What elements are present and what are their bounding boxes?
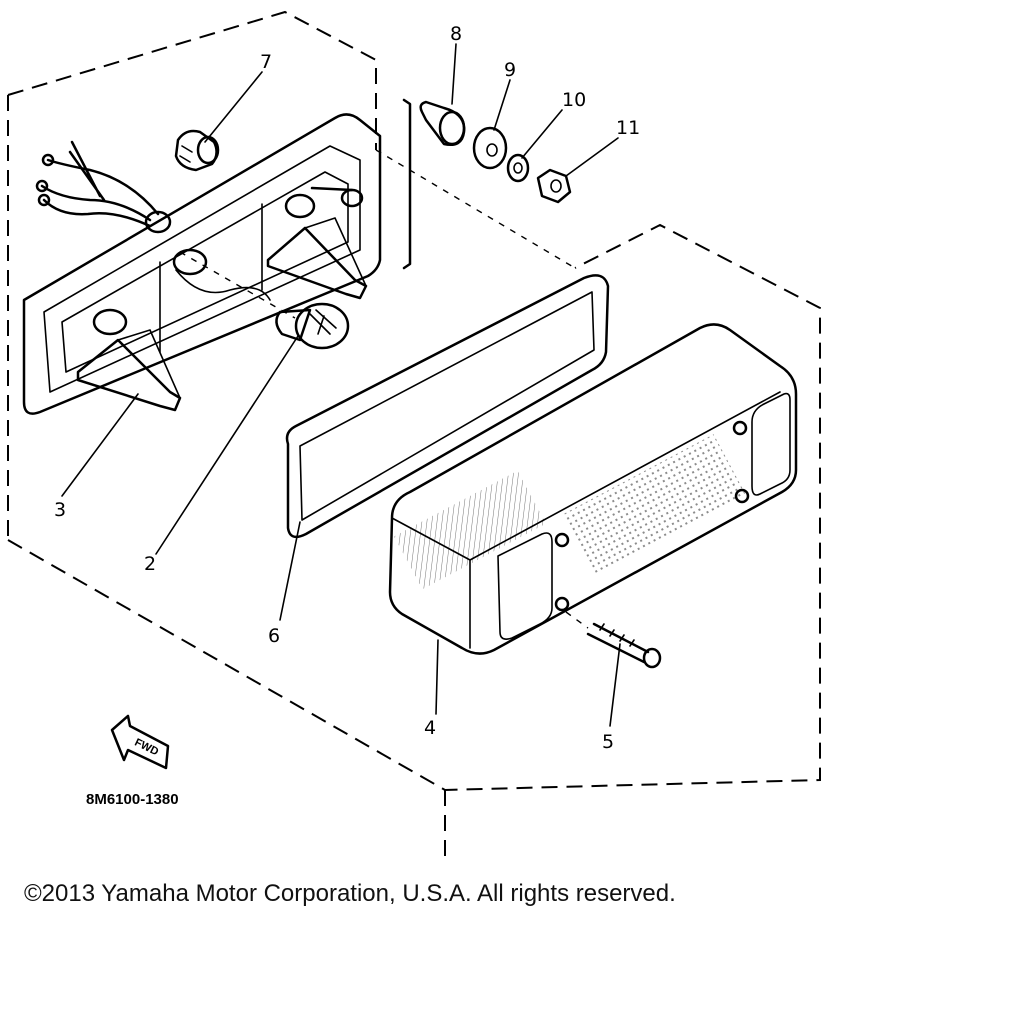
callout-5: 5 <box>602 731 614 753</box>
callout-10: 10 <box>562 89 586 111</box>
callout-labels: 2 3 4 5 6 7 8 9 10 11 <box>54 23 640 753</box>
copyright-notice: ©2013 Yamaha Motor Corporation, U.S.A. A… <box>24 880 676 907</box>
lens-part <box>388 323 798 655</box>
drawing-number: 8M6100-1380 <box>86 791 179 808</box>
callout-2: 2 <box>144 553 156 575</box>
callout-3: 3 <box>54 499 66 521</box>
tail-light-housing <box>22 113 382 415</box>
screw-part <box>565 611 662 669</box>
grommet-part <box>174 129 220 172</box>
callout-8: 8 <box>450 23 462 45</box>
callout-11: 11 <box>616 117 640 139</box>
leader-lines <box>61 43 621 727</box>
assembly-boundary <box>7 10 821 862</box>
callout-7: 7 <box>260 51 272 73</box>
fastener-stack <box>402 98 572 270</box>
fwd-arrow-icon: FWD <box>110 714 170 770</box>
callout-6: 6 <box>268 625 280 647</box>
callout-4: 4 <box>424 717 436 739</box>
callout-9: 9 <box>504 59 516 81</box>
